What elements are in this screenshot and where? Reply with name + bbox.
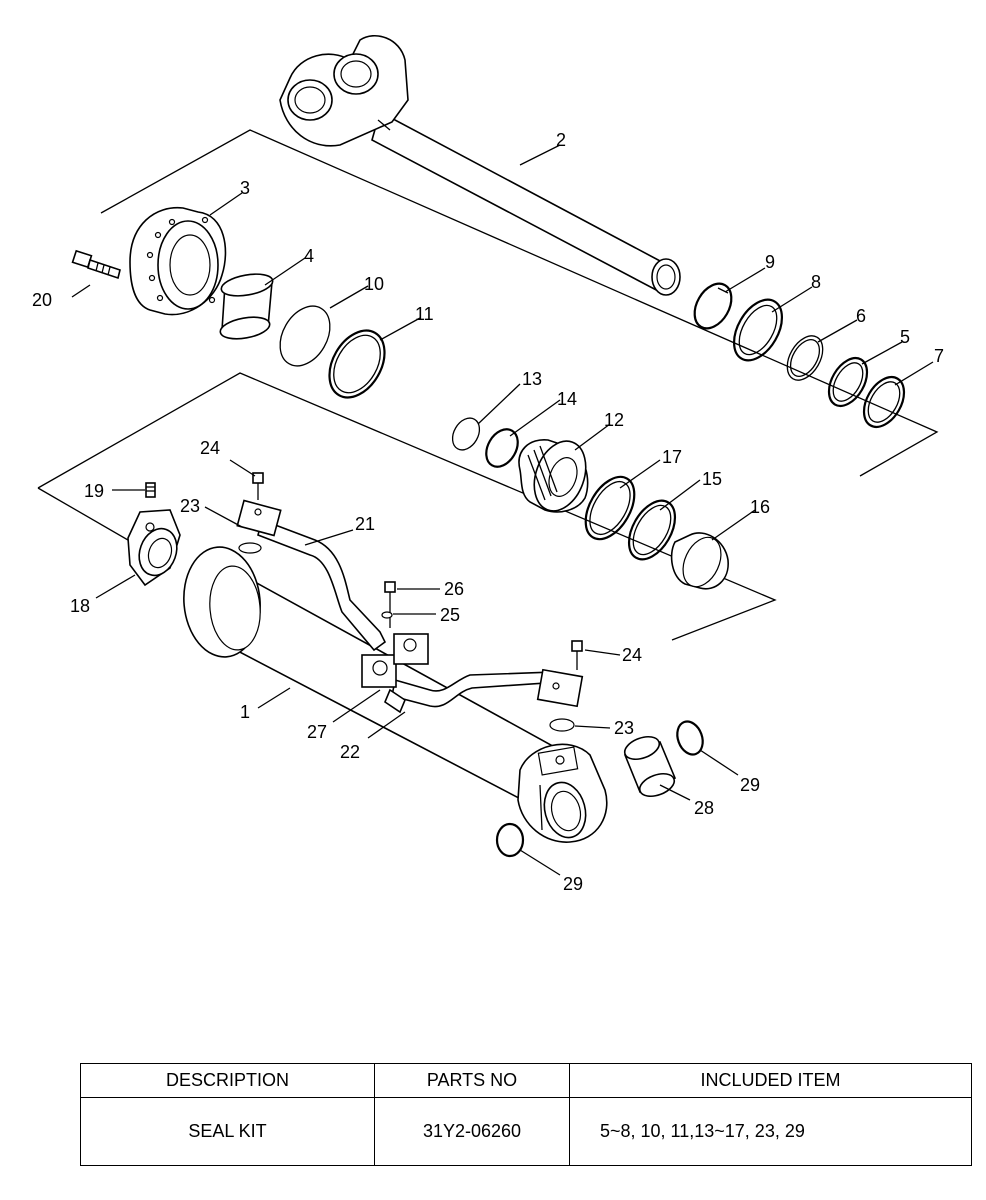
callout-19: 19 bbox=[84, 481, 104, 501]
callout-8: 8 bbox=[811, 272, 821, 292]
snap-ring-9 bbox=[693, 282, 733, 330]
socket-bolt bbox=[71, 249, 121, 280]
table-row: SEAL KIT 31Y2-06260 5~8, 10, 11,13~17, 2… bbox=[80, 1097, 972, 1166]
callout-16: 16 bbox=[750, 497, 770, 517]
spring-washer-25 bbox=[381, 611, 393, 619]
callout-13: 13 bbox=[522, 369, 542, 389]
wear-ring-17 bbox=[584, 475, 636, 541]
callout-22: 22 bbox=[340, 742, 360, 762]
header-parts-no: PARTS NO bbox=[374, 1062, 570, 1099]
pipe-21 bbox=[236, 499, 387, 652]
callout-23-upper: 23 bbox=[180, 496, 200, 516]
callout-10: 10 bbox=[364, 274, 384, 294]
callout-3: 3 bbox=[240, 178, 250, 198]
piston bbox=[518, 439, 589, 513]
callout-25: 25 bbox=[440, 605, 460, 625]
callout-18: 18 bbox=[70, 596, 90, 616]
callout-6: 6 bbox=[856, 306, 866, 326]
pin-bushing bbox=[623, 735, 677, 798]
bushing bbox=[219, 273, 274, 340]
u-packing-6 bbox=[786, 335, 824, 381]
o-ring-13 bbox=[451, 417, 481, 451]
wear-ring-16 bbox=[670, 532, 729, 590]
o-ring-23-lower bbox=[549, 718, 575, 732]
piston-rod bbox=[279, 35, 681, 296]
rod-cover bbox=[129, 206, 227, 316]
callout-28: 28 bbox=[694, 798, 714, 818]
callout-12: 12 bbox=[604, 410, 624, 430]
group-outline-upper bbox=[100, 129, 939, 477]
bolt-24-lower bbox=[571, 640, 583, 670]
group-outline-lower bbox=[37, 372, 777, 641]
backup-ring-11 bbox=[328, 329, 386, 399]
exploded-cylinder-diagram: 1 2 3 4 5 6 7 8 9 10 11 12 13 14 15 16 1… bbox=[32, 35, 944, 894]
clamp-27 bbox=[361, 633, 429, 714]
callout-29-lower: 29 bbox=[563, 874, 583, 894]
callout-5: 5 bbox=[900, 327, 910, 347]
callout-24-lower: 24 bbox=[622, 645, 642, 665]
callout-24-upper: 24 bbox=[200, 438, 220, 458]
header-included-item: INCLUDED ITEM bbox=[569, 1062, 972, 1099]
cell-included-item: 5~8, 10, 11,13~17, 23, 29 bbox=[569, 1097, 972, 1166]
callout-26: 26 bbox=[444, 579, 464, 599]
callout-11: 11 bbox=[415, 304, 434, 324]
callout-21: 21 bbox=[355, 514, 375, 534]
bolt-24-upper bbox=[252, 472, 264, 500]
cell-description: SEAL KIT bbox=[80, 1097, 375, 1166]
callout-17: 17 bbox=[662, 447, 682, 467]
o-ring-10 bbox=[279, 305, 331, 367]
parts-table: DESCRIPTION PARTS NO INCLUDED ITEM SEAL … bbox=[80, 1062, 972, 1166]
set-screw bbox=[145, 482, 156, 498]
callout-7: 7 bbox=[934, 346, 944, 366]
callout-2: 2 bbox=[556, 130, 566, 150]
lock-nut bbox=[127, 509, 181, 587]
bolt-26 bbox=[384, 581, 396, 628]
callout-14: 14 bbox=[557, 389, 577, 409]
callout-4: 4 bbox=[304, 246, 314, 266]
rod-seal-5 bbox=[827, 357, 869, 407]
callout-15: 15 bbox=[702, 469, 722, 489]
o-ring-23-upper bbox=[238, 542, 262, 554]
pipe-22 bbox=[391, 668, 584, 708]
backup-ring-14 bbox=[485, 428, 519, 468]
dust-wiper-8 bbox=[732, 298, 784, 362]
cell-parts-no: 31Y2-06260 bbox=[374, 1097, 570, 1166]
dust-seal-29-lower bbox=[495, 822, 525, 858]
callout-20: 20 bbox=[32, 290, 52, 310]
table-header-row: DESCRIPTION PARTS NO INCLUDED ITEM bbox=[80, 1062, 972, 1099]
leader-lines bbox=[71, 144, 934, 876]
header-description: DESCRIPTION bbox=[80, 1062, 375, 1099]
callout-29-upper: 29 bbox=[740, 775, 760, 795]
callout-27: 27 bbox=[307, 722, 327, 742]
dust-seal-29-upper bbox=[676, 720, 704, 756]
callout-23-lower: 23 bbox=[614, 718, 634, 738]
callout-9: 9 bbox=[765, 252, 775, 272]
callout-1: 1 bbox=[240, 702, 250, 722]
backup-ring-7 bbox=[862, 376, 906, 428]
